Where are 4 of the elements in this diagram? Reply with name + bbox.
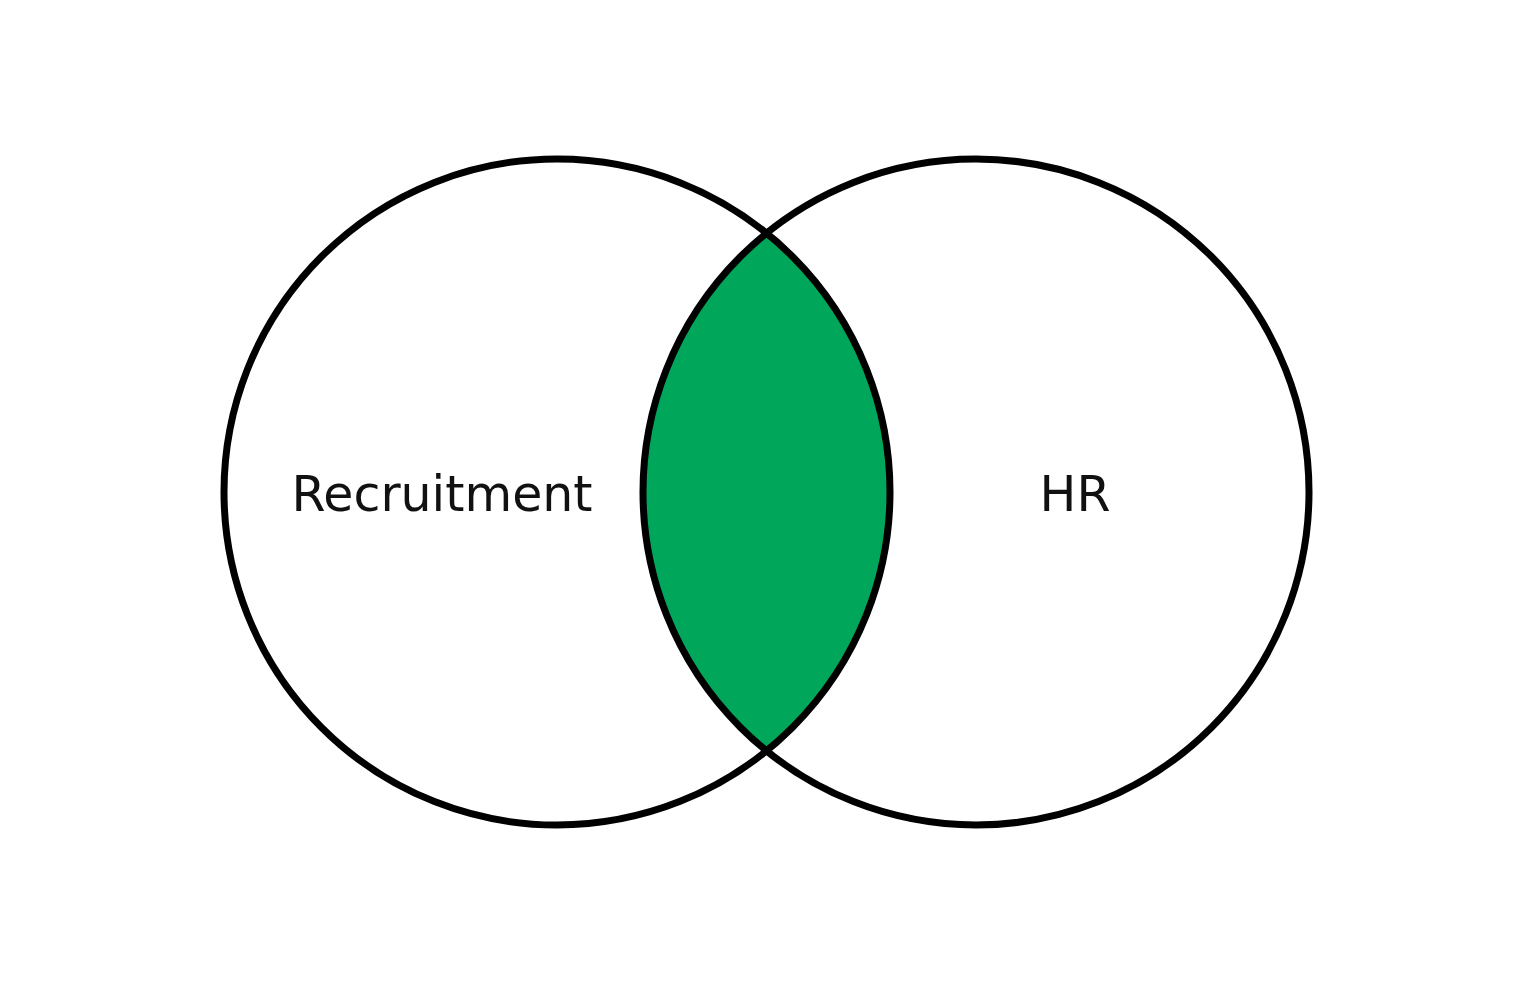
set-circle [219, 154, 895, 830]
set-label: HR [1039, 469, 1111, 519]
set-circle [638, 154, 1314, 830]
set-label: Recruitment [291, 469, 593, 519]
